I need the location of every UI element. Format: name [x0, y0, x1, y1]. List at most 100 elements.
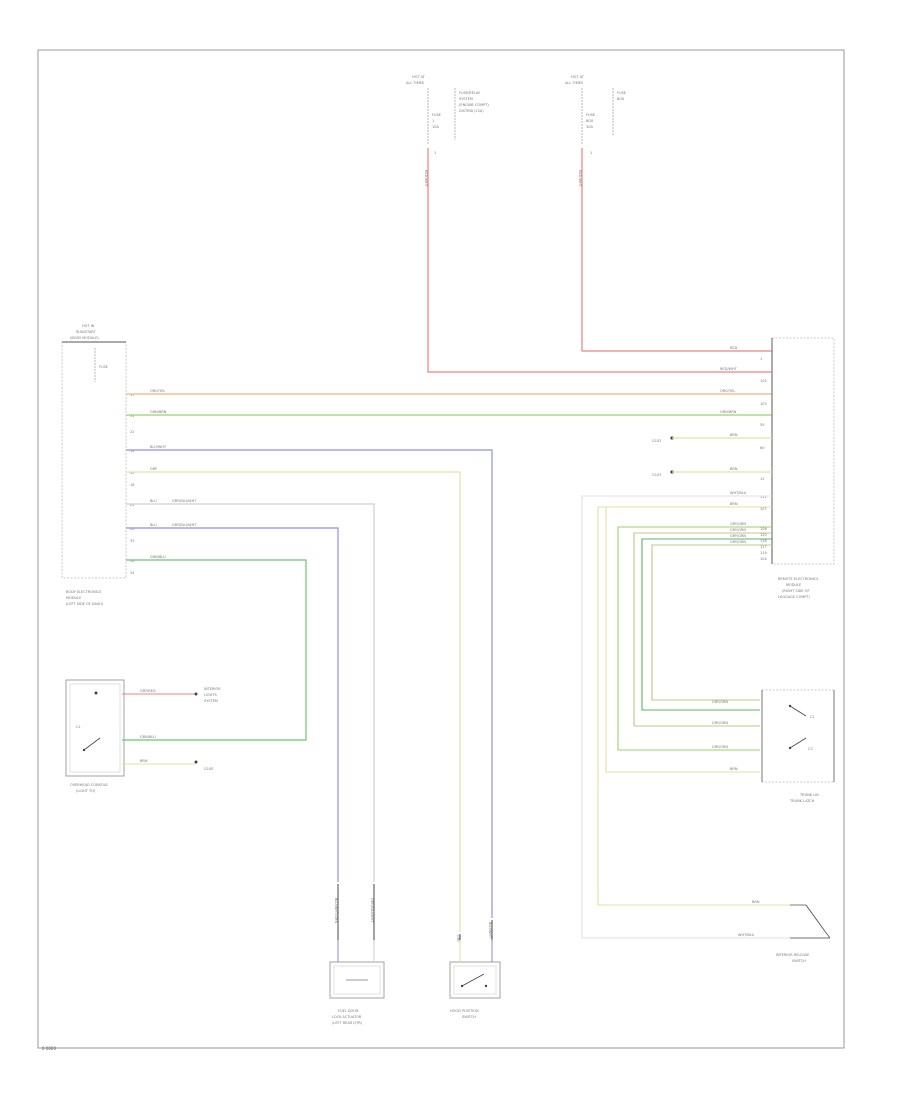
- svg-text:22: 22: [130, 430, 134, 434]
- svg-text:HOT IN: HOT IN: [82, 324, 95, 328]
- svg-text:117: 117: [760, 545, 767, 549]
- svg-text:34: 34: [130, 571, 135, 575]
- svg-text:BOX: BOX: [586, 119, 594, 123]
- svg-text:60: 60: [760, 446, 764, 450]
- svg-text:DISTRIB (10A): DISTRIB (10A): [459, 109, 484, 113]
- svg-text:(LIGHT TH): (LIGHT TH): [76, 789, 96, 793]
- svg-text:119: 119: [760, 551, 767, 555]
- svg-text:17: 17: [130, 393, 134, 397]
- svg-text:LIGHTS: LIGHTS: [204, 693, 217, 697]
- svg-text:TRUNK LATCH: TRUNK LATCH: [789, 799, 815, 803]
- hood-position-switch: GRY BLU/WHT HOOD POSITION SWITCH: [449, 922, 501, 1019]
- svg-text:1: 1: [432, 119, 434, 123]
- blue-wire-2: [126, 527, 339, 882]
- svg-text:1: 1: [590, 151, 592, 155]
- svg-text:MODULE: MODULE: [66, 596, 81, 600]
- svg-text:GRN/BLU: GRN/BLU: [150, 555, 166, 559]
- svg-text:32: 32: [130, 471, 134, 475]
- svg-text:103: 103: [760, 402, 767, 406]
- svg-text:118: 118: [760, 539, 767, 543]
- svg-text:FUEL DOOR: FUEL DOOR: [338, 1009, 359, 1013]
- svg-text:102: 102: [760, 379, 767, 383]
- svg-text:GRY: GRY: [150, 467, 158, 471]
- svg-text:FUSE/RELAY: FUSE/RELAY: [459, 91, 481, 95]
- svg-text:BRN: BRN: [730, 433, 738, 437]
- interior-release-switch: BRN WHT/BLU INTERIOR RELEASE SWITCH: [738, 900, 831, 963]
- svg-text:G102: G102: [652, 439, 661, 443]
- svg-text:1: 1: [760, 357, 762, 361]
- svg-text:BOX: BOX: [617, 97, 625, 101]
- svg-text:FUSE: FUSE: [432, 113, 441, 117]
- svg-text:ORG/YEL: ORG/YEL: [720, 389, 735, 393]
- svg-text:14: 14: [130, 449, 135, 453]
- remote-electronics-module: REMOTE ELECTRONICS MODULE (RIGHT SIDE OF…: [720, 337, 835, 599]
- svg-text:INTERIOR RELEASE: INTERIOR RELEASE: [776, 953, 809, 957]
- svg-text:(LEFT SIDE OF DASH): (LEFT SIDE OF DASH): [66, 602, 104, 606]
- svg-text:BLU: BLU: [150, 523, 157, 527]
- red-wire-2: [581, 148, 772, 352]
- svg-text:GRN/BLU: GRN/BLU: [140, 735, 156, 739]
- svg-text:GRN/BRN: GRN/BRN: [720, 410, 737, 414]
- svg-text:FUSE: FUSE: [99, 365, 108, 369]
- svg-text:BRN: BRN: [752, 900, 760, 904]
- svg-text:INTERIOR: INTERIOR: [204, 687, 221, 691]
- svg-text:BRN: BRN: [730, 467, 738, 471]
- svg-text:GRY/GRN: GRY/GRN: [730, 522, 746, 526]
- svg-text:GRY/GRN: GRY/GRN: [712, 721, 728, 725]
- yellow-wire: [126, 471, 461, 932]
- svg-text:120: 120: [760, 533, 767, 537]
- svg-text:GRY/GRN: GRY/GRN: [712, 745, 728, 749]
- svg-text:ALL TIMES: ALL TIMES: [565, 81, 584, 85]
- svg-text:12: 12: [760, 477, 764, 481]
- svg-text:112: 112: [760, 495, 767, 499]
- svg-text:HOT AT: HOT AT: [412, 75, 426, 79]
- svg-text:C2: C2: [808, 747, 813, 751]
- svg-text:C1: C1: [76, 725, 81, 729]
- svg-text:GRY/GRN: GRY/GRN: [730, 540, 746, 544]
- svg-text:21: 21: [130, 503, 134, 507]
- svg-text:(BODY MODULE): (BODY MODULE): [70, 336, 99, 340]
- svg-text:SYSTEM: SYSTEM: [204, 699, 218, 703]
- svg-text:G103: G103: [652, 473, 661, 477]
- red-wire-1: [427, 148, 772, 373]
- svg-text:GRY/BLU/WHT: GRY/BLU/WHT: [370, 898, 374, 923]
- svg-text:RED: RED: [730, 346, 738, 350]
- svg-text:OVERHEAD CONSOLE: OVERHEAD CONSOLE: [70, 783, 108, 787]
- svg-text:WHT/BLU: WHT/BLU: [738, 933, 755, 937]
- left-module-wires: [122, 393, 772, 932]
- svg-text:107: 107: [760, 507, 767, 511]
- svg-text:GRY: GRY: [456, 935, 460, 943]
- fuel-door-lock-actuator: BLU/WHT/GRN GRY/BLU/WHT FUEL DOOR LOCK A…: [329, 898, 385, 1025]
- svg-text:SWITCH: SWITCH: [792, 959, 806, 963]
- svg-text:BRN: BRN: [140, 759, 148, 763]
- svg-text:1: 1: [434, 151, 436, 155]
- top-feed-2: HOT AT ALL TIMES FUSE BOX FUSE BOX 30A 1…: [565, 75, 626, 188]
- svg-text:GRY/BLU/WHT: GRY/BLU/WHT: [172, 523, 197, 527]
- svg-text:GRY/RED: GRY/RED: [140, 689, 156, 693]
- svg-text:55: 55: [760, 423, 764, 427]
- svg-text:SYSTEM: SYSTEM: [459, 97, 473, 101]
- svg-text:(RIGHT SIDE OF: (RIGHT SIDE OF: [782, 589, 809, 593]
- svg-text:GRY/GRN: GRY/GRN: [712, 700, 728, 704]
- svg-text:TRUNK LID: TRUNK LID: [799, 793, 819, 797]
- left-wire-labels: ORG/YEL GRN/BRN BLU/WHT GRY BLU GRY/BLU/…: [150, 389, 197, 559]
- svg-text:G100: G100: [204, 767, 213, 771]
- right-lower-wires: [581, 495, 790, 939]
- feed-wires: [427, 148, 772, 373]
- darkgreen-wire: [122, 559, 307, 741]
- white-wire: [126, 503, 375, 882]
- svg-text:WHT/BLU: WHT/BLU: [730, 491, 747, 495]
- svg-text:RED/WHT: RED/WHT: [424, 170, 428, 188]
- svg-text:BLU: BLU: [150, 499, 157, 503]
- body-electronics-module: HOT IN RUN/START (BODY MODULE) FUSE 17 3…: [61, 324, 135, 606]
- right-lower-labels: WHT/BLU BRN GRY/GRN GRY/GRN GRY/GRN GRY/…: [730, 491, 747, 544]
- right-grounds: G102 BRN G103 BRN: [652, 433, 772, 477]
- svg-text:(LEFT REAR QTR): (LEFT REAR QTR): [332, 1021, 363, 1025]
- svg-text:BLU/WHT: BLU/WHT: [150, 445, 167, 449]
- svg-text:FUSE: FUSE: [586, 113, 595, 117]
- svg-text:106: 106: [760, 527, 767, 531]
- svg-text:LOCK ACTUATOR: LOCK ACTUATOR: [332, 1015, 362, 1019]
- svg-text:30A: 30A: [586, 125, 593, 129]
- svg-text:31: 31: [130, 414, 134, 418]
- svg-text:ALL TIMES: ALL TIMES: [406, 81, 425, 85]
